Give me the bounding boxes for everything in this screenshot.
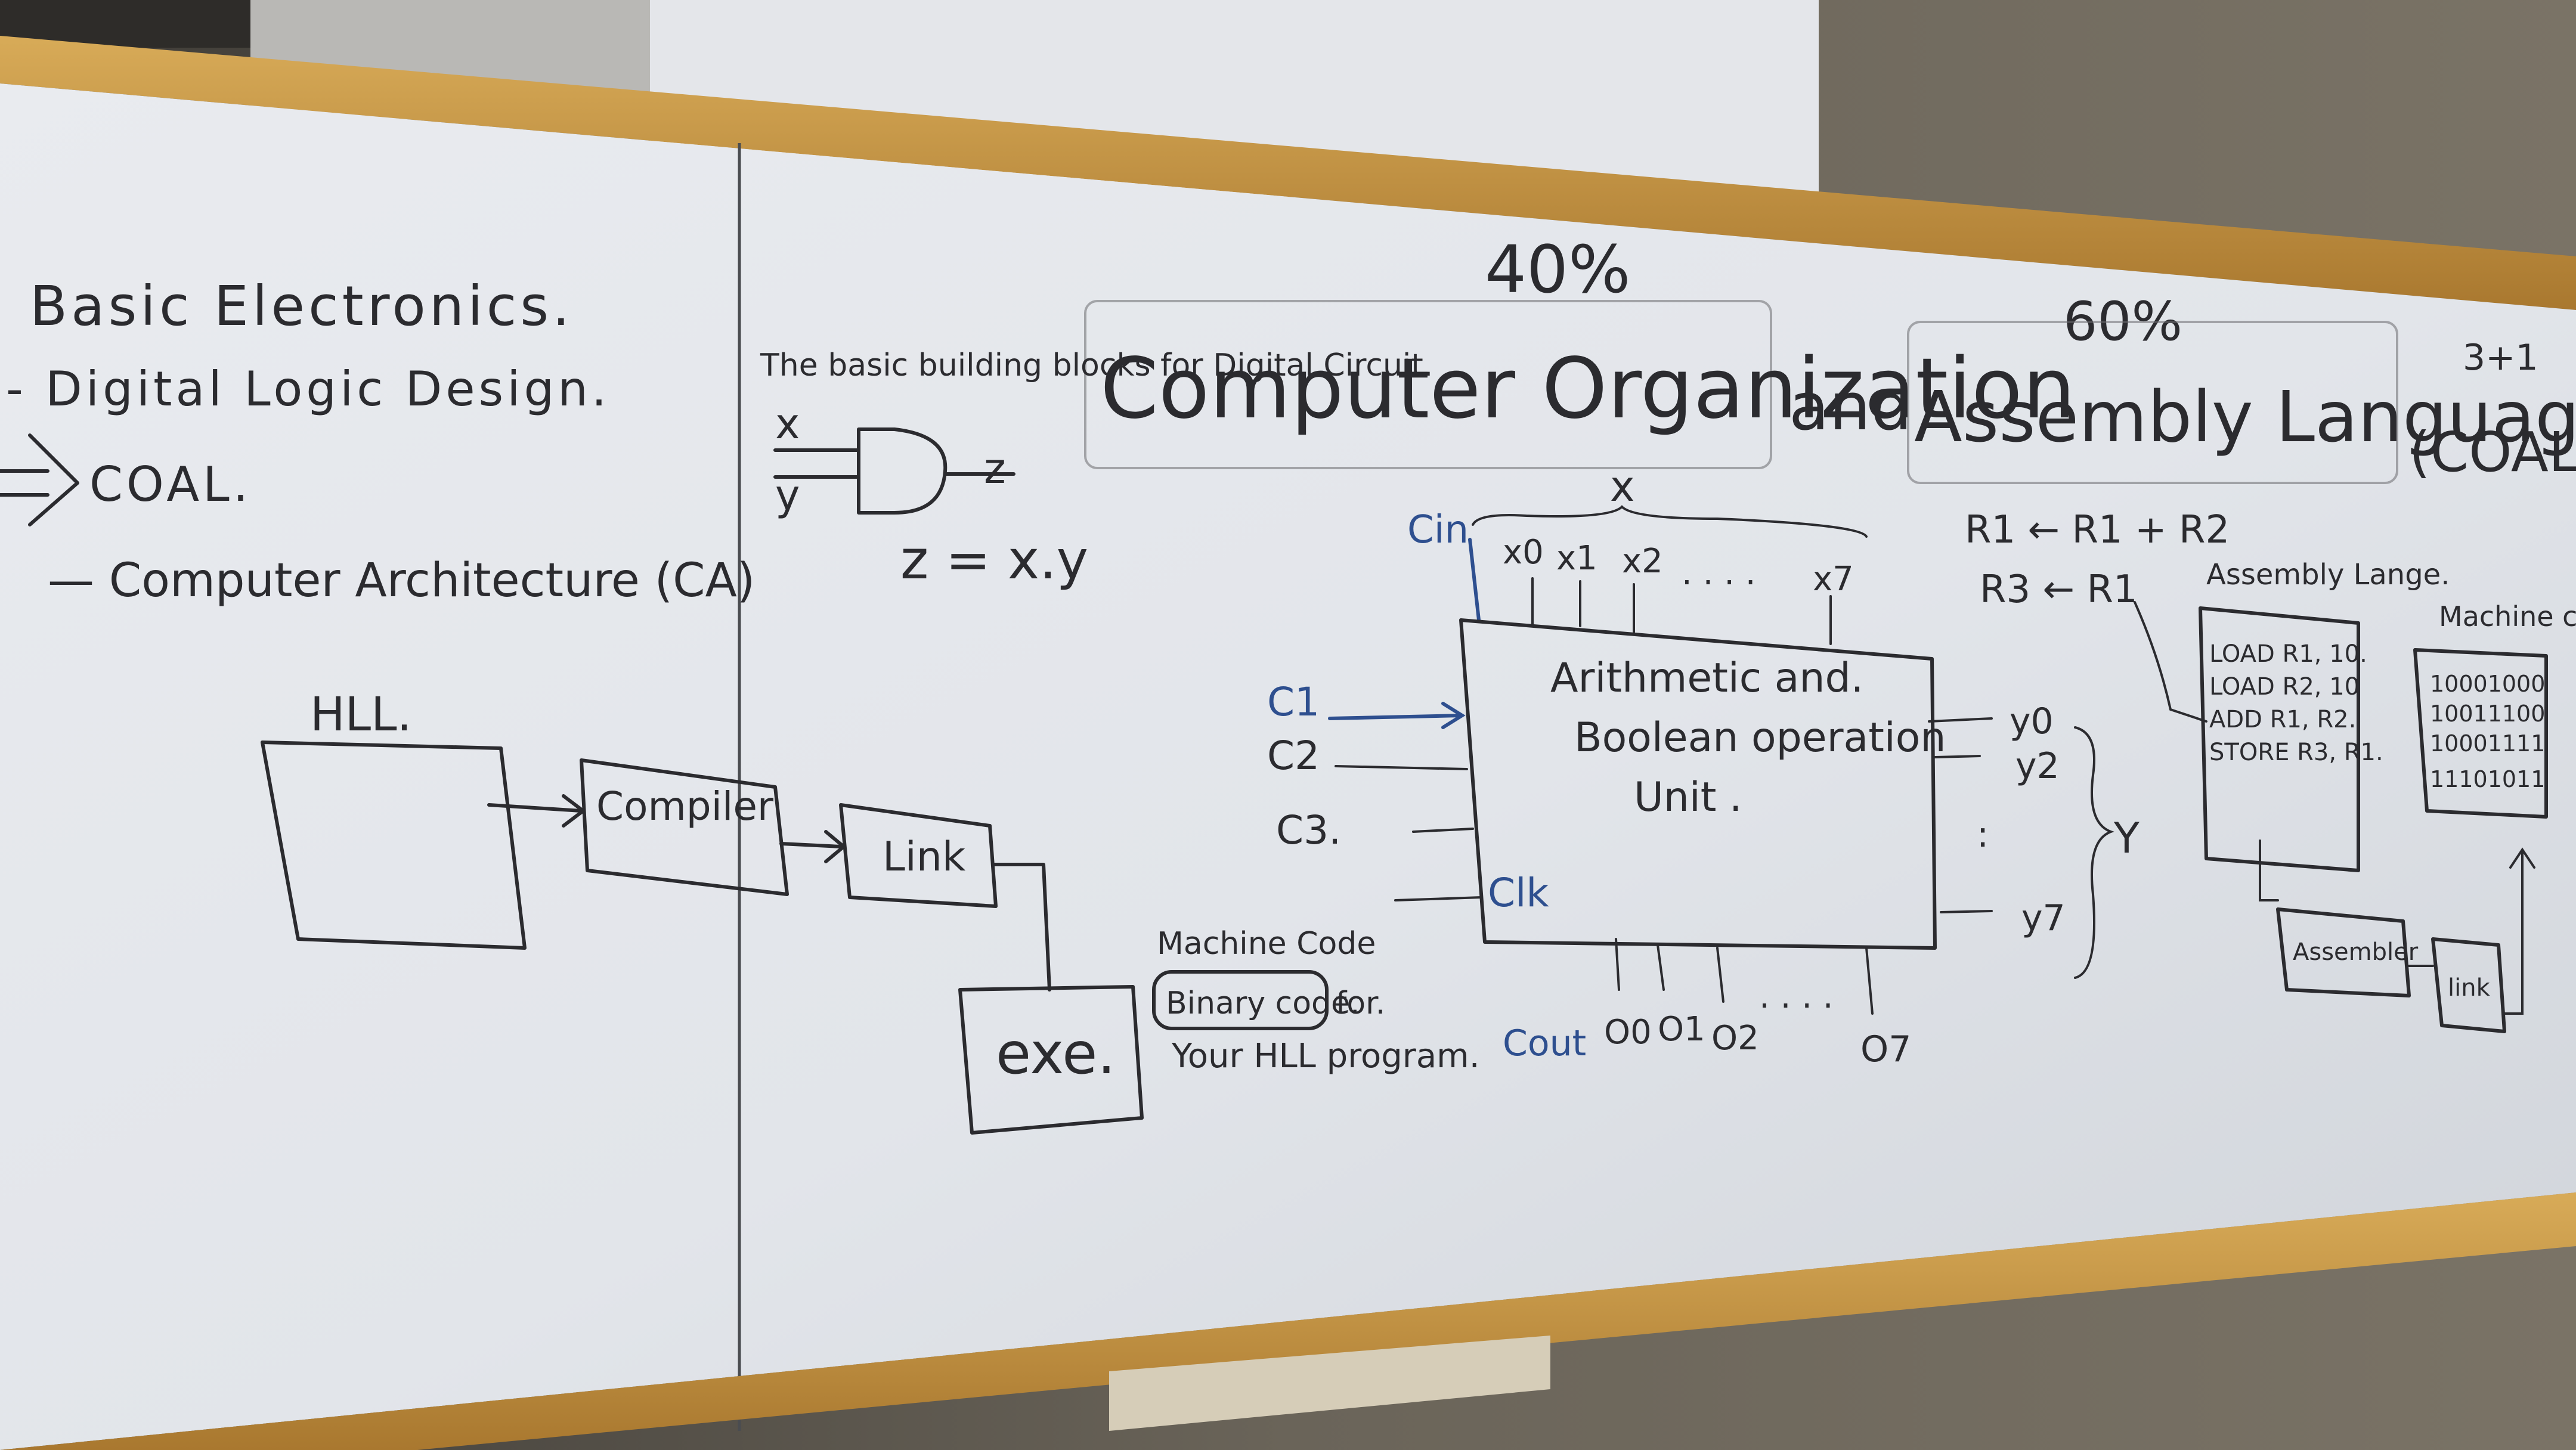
register-pointer [2134,601,2207,723]
title-box-1 [1084,300,1772,469]
link-label: Link [883,834,966,881]
machine-code-box [2413,648,2548,819]
gate-input-y: y [775,471,800,520]
c2-label: C2 [1267,733,1320,779]
clk-label: Clk [1488,870,1549,916]
c3-label: C3. [1276,807,1341,853]
gate-equation: z = x.y [900,529,1088,591]
x1-label: x1 [1556,539,1597,578]
x-dots: . . . . [1682,554,1756,593]
alu-title-2: Boolean operation [1574,714,1946,761]
linker-label: link [2448,974,2491,1002]
and-gate-icon [857,427,948,515]
gate-input-lines [773,448,860,479]
x2-label: x2 [1622,542,1663,581]
assembly-heading: Assembly Lange. [2206,558,2450,591]
clk-line [1394,896,1483,901]
c1-label: C1 [1267,679,1320,725]
binary-code-oval [1152,970,1329,1030]
alu-title-1: Arithmetic and. [1550,655,1863,702]
board-surface [0,83,2576,1450]
y-brace [2074,726,2114,979]
percent-40: 40% [1485,231,1631,308]
gate-caption: The basic building blocks for Digital Ci… [760,348,1433,383]
gate-output-z: z [984,444,1006,493]
o2-label: O2 [1711,1019,1759,1058]
assembly-box [2199,606,2360,872]
title-box-2 [1907,321,2398,484]
bin-line-2: 10011100 [2430,701,2545,727]
o7-label: O7 [1860,1028,1911,1070]
x7-label: x7 [1813,560,1854,599]
double-arrow-icon [0,433,79,526]
exe-box [958,985,1144,1135]
y-bus-label: Y [2113,814,2140,863]
output-lines [1615,938,1874,1015]
register-op-2: R3 ← R1 [1980,568,2138,612]
register-op-1: R1 ← R1 + R2 [1965,508,2230,552]
c3-line [1412,828,1474,833]
x-input-lines [1531,577,1832,645]
link-exe-connector [991,863,1051,992]
hll-label: HLL. [310,688,411,742]
linker-to-machine-arrow [2503,847,2535,1015]
bin-line-3: 10001111 [2430,730,2545,757]
linker-box [2431,937,2506,1033]
cout-label: Cout [1503,1023,1586,1064]
assembler-box [2276,907,2411,997]
c2-line [1335,765,1468,770]
frame-top [0,36,2576,310]
y2-line [1934,755,1981,758]
binary-code-label: Binary code. [1166,986,1360,1021]
y0-line [1928,717,1993,723]
cin-line [1468,538,1481,622]
asm-line-1: LOAD R1, 10. [2209,640,2367,668]
bin-line-1: 10001000 [2430,671,2545,697]
course-credits: 3+1 [2463,337,2538,379]
o0-label: O0 [1604,1013,1652,1052]
o1-label: O1 [1658,1010,1705,1049]
marker-tray [1109,1336,1550,1431]
machine-heading: Machine code [2439,600,2576,633]
y7-line [1940,910,1993,913]
frame-bottom [0,1192,2576,1450]
binary-for-label: for. [1336,986,1385,1021]
alu-bus-label: x [1610,462,1634,511]
o-dots: . . . . [1759,977,1834,1016]
machine-code-label: Machine Code [1157,926,1376,962]
bin-line-4: 11101011 [2430,766,2545,792]
title-computer-organization: Computer Organization [1100,340,2076,438]
cin-label: Cin [1407,508,1469,552]
asm-line-4: STORE R3, R1. [2209,739,2383,766]
asm-line-2: LOAD R2, 10 [2209,673,2360,701]
y2-label: y2 [2015,745,2060,787]
binary-note: Your HLL program. [1171,1037,1480,1076]
asm-to-assembler-line [2259,839,2279,901]
text-coal: COAL. [89,457,252,512]
y0-label: y0 [2010,701,2054,742]
x0-label: x0 [1503,533,1544,572]
title-and: and [1789,368,1912,445]
link-box [839,803,998,908]
bus-brace [1472,505,1868,538]
exe-label: exe. [996,1020,1116,1087]
assembler-label: Assembler [2293,938,2419,966]
title-coal: (COAL [2409,420,2576,484]
c1-arrow [1328,702,1466,729]
alu-box [1459,618,1937,950]
text-digital-logic: - Digital Logic Design. [6,361,610,417]
y7-label: y7 [2021,897,2066,939]
asm-line-3: ADD R1, R2. [2209,706,2356,733]
gate-input-x: x [775,399,800,448]
title-assembly-language: Assembly Language [1914,376,2576,458]
text-computer-architecture: — Computer Architecture (CA) [48,554,755,608]
alu-title-3: Unit . [1634,774,1742,821]
text-basic-electronics: Basic Electronics. [30,274,573,338]
compiler-box [580,758,789,896]
hll-box [261,741,527,950]
y-dots: : [1977,814,1989,856]
compiler-label: Compiler [596,783,774,829]
